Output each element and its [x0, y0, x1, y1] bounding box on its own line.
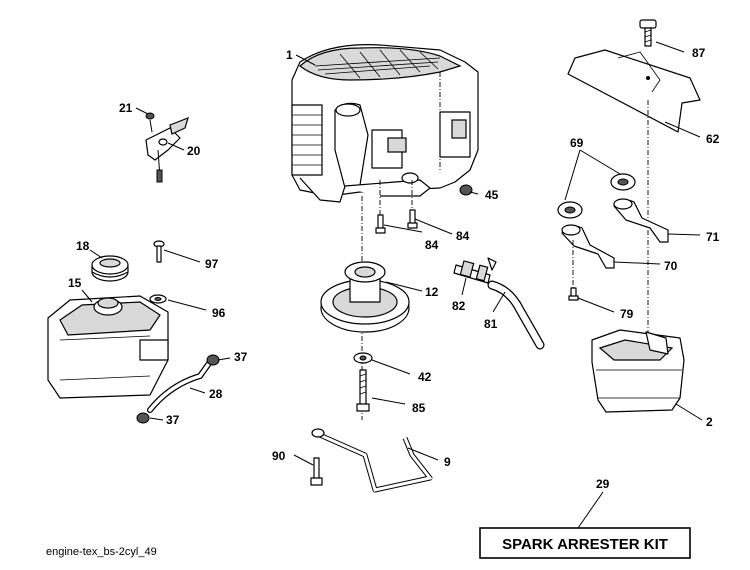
- label-84b: 84: [456, 229, 470, 243]
- label-82: 82: [452, 299, 466, 313]
- label-12: 12: [425, 285, 439, 299]
- label-42: 42: [418, 370, 432, 384]
- label-97: 97: [205, 257, 219, 271]
- label-87: 87: [692, 46, 706, 60]
- part-69-gaskets: [557, 173, 636, 219]
- part-70-exhaust-pipe: [561, 224, 615, 269]
- part-42-washer: [353, 352, 373, 364]
- diagram-id: engine-tex_bs-2cyl_49: [46, 546, 157, 558]
- part-82-fitting: [453, 257, 497, 284]
- label-79: 79: [620, 307, 634, 321]
- part-96-washer: [149, 294, 167, 304]
- part-12-pulley: [320, 261, 410, 333]
- label-84a: 84: [425, 238, 439, 252]
- spark-arrester-kit-box: SPARK ARRESTER KIT: [479, 527, 691, 559]
- label-9: 9: [444, 455, 451, 469]
- spark-arrester-kit-label: SPARK ARRESTER KIT: [502, 536, 668, 553]
- label-18: 18: [76, 239, 90, 253]
- label-96: 96: [212, 306, 226, 320]
- part-20-21-throttle-control: [145, 112, 189, 183]
- label-45: 45: [485, 188, 499, 202]
- label-90: 90: [272, 449, 286, 463]
- label-81: 81: [484, 317, 498, 331]
- engine: [291, 44, 479, 420]
- part-18-cap: [91, 255, 129, 282]
- part-97-screw: [153, 240, 165, 263]
- label-69: 69: [570, 136, 584, 150]
- label-2: 2: [706, 415, 713, 429]
- part-45-nut: [459, 184, 473, 196]
- part-62-heat-shield: [567, 49, 701, 133]
- label-15: 15: [68, 276, 82, 290]
- part-84-bolts: [375, 180, 418, 234]
- label-71: 71: [706, 230, 720, 244]
- part-9-bracket: [311, 428, 433, 493]
- part-labels: 1 45 84 84 12 42 85 9 90 82 81 21 20 18 …: [68, 46, 720, 491]
- label-1: 1: [286, 48, 293, 62]
- part-85-bolt: [356, 369, 370, 412]
- part-2-muffler: [591, 329, 685, 413]
- part-37-clamps: [136, 354, 220, 424]
- label-70: 70: [664, 259, 678, 273]
- leader-lines: [81, 41, 703, 529]
- part-87-knob: [639, 19, 657, 47]
- part-71-exhaust-pipe: [613, 198, 669, 243]
- part-28-fuel-line: [147, 359, 213, 413]
- label-20: 20: [187, 144, 201, 158]
- label-85: 85: [412, 401, 426, 415]
- label-28: 28: [209, 387, 223, 401]
- part-79-bolt: [568, 240, 579, 301]
- label-21: 21: [119, 101, 133, 115]
- label-37b: 37: [166, 413, 180, 427]
- part-90-bolt: [310, 457, 323, 486]
- part-15-fuel-tank: [47, 295, 169, 399]
- label-29: 29: [596, 477, 610, 491]
- label-62: 62: [706, 132, 720, 146]
- part-81-hose: [487, 280, 545, 350]
- label-37a: 37: [234, 350, 248, 364]
